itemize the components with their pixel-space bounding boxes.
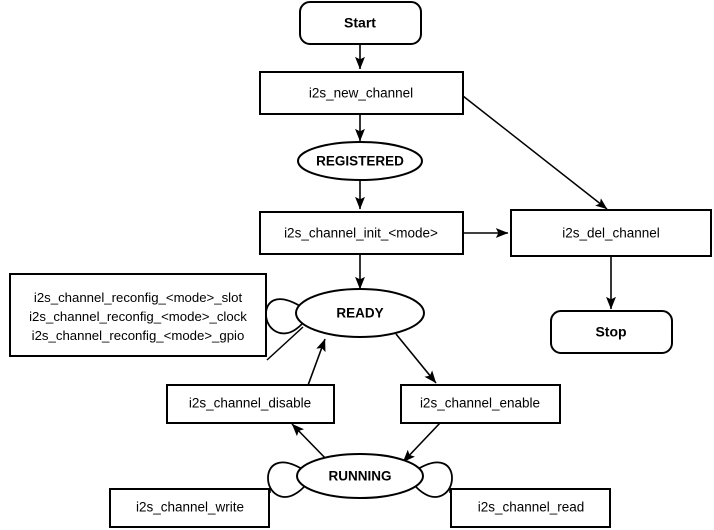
node-channel-write[interactable]: i2s_channel_write	[109, 488, 270, 528]
edge-running-to-channel-disable	[291, 423, 331, 464]
registered-shape	[297, 141, 423, 181]
start-label: Start	[344, 15, 376, 31]
channel-read-shape	[450, 488, 611, 528]
channel-write-shape	[109, 488, 270, 528]
stop-label: Stop	[595, 324, 626, 340]
channel-enable-shape	[400, 384, 561, 424]
ready-label: READY	[336, 306, 383, 321]
node-registered[interactable]: REGISTERED	[297, 141, 423, 181]
node-ready[interactable]: READY	[295, 288, 425, 338]
running-label: RUNNING	[329, 469, 392, 484]
edge-channel-enable-to-running	[402, 422, 441, 463]
node-del-channel[interactable]: i2s_del_channel	[510, 209, 712, 257]
new-channel-shape	[259, 71, 464, 115]
edge-channel-disable-to-ready	[306, 338, 326, 389]
running-shape	[296, 453, 424, 499]
stop-shape	[550, 310, 673, 354]
node-channel-enable[interactable]: i2s_channel_enable	[400, 384, 561, 424]
start-shape	[299, 1, 422, 45]
channel-disable-shape	[166, 384, 335, 424]
node-new-channel[interactable]: i2s_new_channel	[259, 71, 464, 115]
del-channel-label: i2s_del_channel	[562, 226, 660, 241]
new-channel-label: i2s_new_channel	[309, 86, 413, 101]
edge-ready-to-channel-enable	[395, 333, 437, 384]
node-running[interactable]: RUNNING	[296, 453, 424, 499]
edge-reconfig-to-ready-link	[266, 326, 304, 361]
reconfig-shape	[9, 273, 267, 357]
del-channel-shape	[510, 209, 712, 257]
node-stop[interactable]: Stop	[550, 310, 673, 354]
channel-disable-label: i2s_channel_disable	[189, 396, 311, 411]
node-channel-disable[interactable]: i2s_channel_disable	[166, 384, 335, 424]
reconfig-line-1: i2s_channel_reconfig_<mode>_slot	[34, 290, 243, 305]
ready-shape	[295, 288, 425, 338]
reconfig-line-2: i2s_channel_reconfig_<mode>_clock	[29, 309, 247, 324]
node-channel-read[interactable]: i2s_channel_read	[450, 488, 611, 528]
node-reconfig-note[interactable]: i2s_channel_reconfig_<mode>_slot i2s_cha…	[9, 273, 267, 357]
channel-write-label: i2s_channel_write	[136, 500, 244, 515]
node-channel-init[interactable]: i2s_channel_init_<mode>	[259, 211, 464, 255]
node-start[interactable]: Start	[299, 1, 422, 45]
reconfig-line-3: i2s_channel_reconfig_<mode>_gpio	[32, 328, 245, 343]
channel-init-label: i2s_channel_init_<mode>	[284, 226, 438, 241]
channel-enable-label: i2s_channel_enable	[420, 396, 540, 411]
edge-new-channel-to-del-channel	[462, 95, 608, 210]
registered-label: REGISTERED	[316, 154, 404, 169]
channel-read-label: i2s_channel_read	[478, 500, 585, 515]
channel-init-shape	[259, 211, 464, 255]
